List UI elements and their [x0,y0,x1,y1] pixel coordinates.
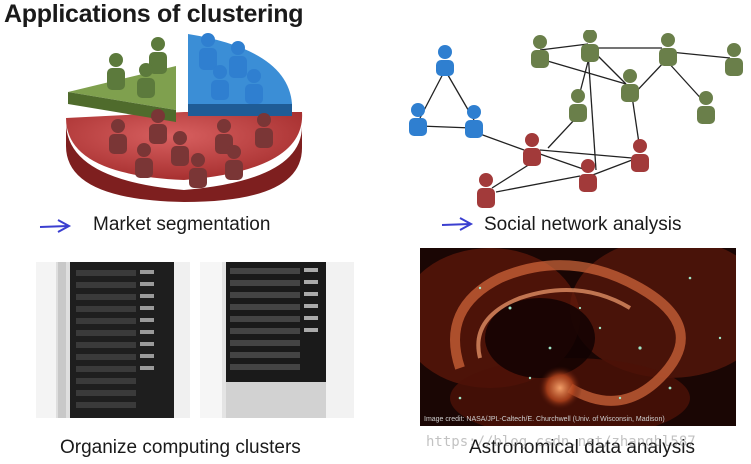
social-network-graph [409,30,743,208]
image-credit: Image credit: NASA/JPL-Caltech/E. Church… [424,416,665,423]
computing-clusters-caption: Organize computing clusters [60,437,301,458]
arrow-right-icon [39,219,72,233]
nebula-image [420,248,736,426]
social-network-caption: Social network analysis [484,214,682,235]
arrow-right-icon [441,217,474,231]
astronomical-caption: Astronomical data analysis [469,437,695,458]
watermark: https://blog.csdn.net/zhangbl587 [426,434,696,450]
page-title: Applications of clustering [4,0,304,28]
market-segmentation-caption: Market segmentation [93,214,271,235]
market-segmentation-pie-chart [66,33,303,202]
person-icon [109,109,273,188]
server-rack-photo [36,262,190,418]
person-icon [409,45,483,138]
server-rack-photo [200,262,354,418]
